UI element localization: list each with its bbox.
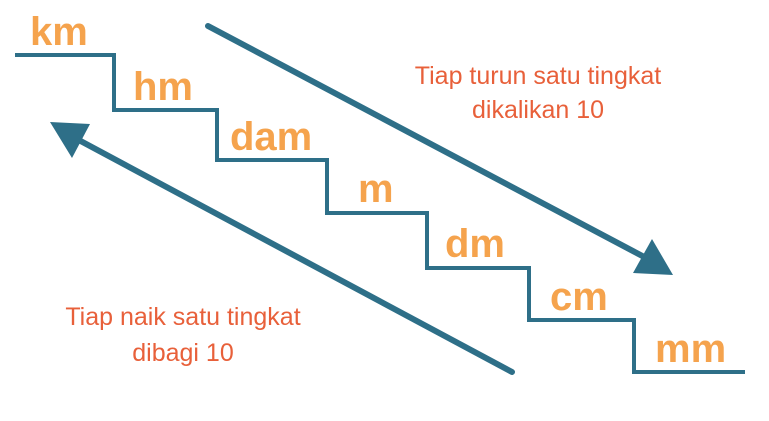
up-arrow-icon: [50, 122, 515, 375]
note-down-line2: dikalikan 10: [472, 96, 604, 124]
note-up-line1: Tiap naik satu tingkat: [65, 303, 300, 331]
note-up-line2: dibagi 10: [132, 339, 233, 367]
unit-label-km: km: [30, 10, 88, 54]
down-arrow-icon: [205, 23, 673, 275]
unit-label-cm: cm: [550, 275, 608, 319]
note-down-line1: Tiap turun satu tingkat: [415, 62, 661, 90]
unit-label-dam: dam: [230, 115, 312, 159]
staircase-line: [15, 53, 745, 374]
unit-label-m: m: [358, 167, 394, 211]
unit-label-mm: mm: [655, 327, 726, 371]
unit-label-dm: dm: [445, 222, 505, 266]
unit-label-hm: hm: [133, 65, 193, 109]
